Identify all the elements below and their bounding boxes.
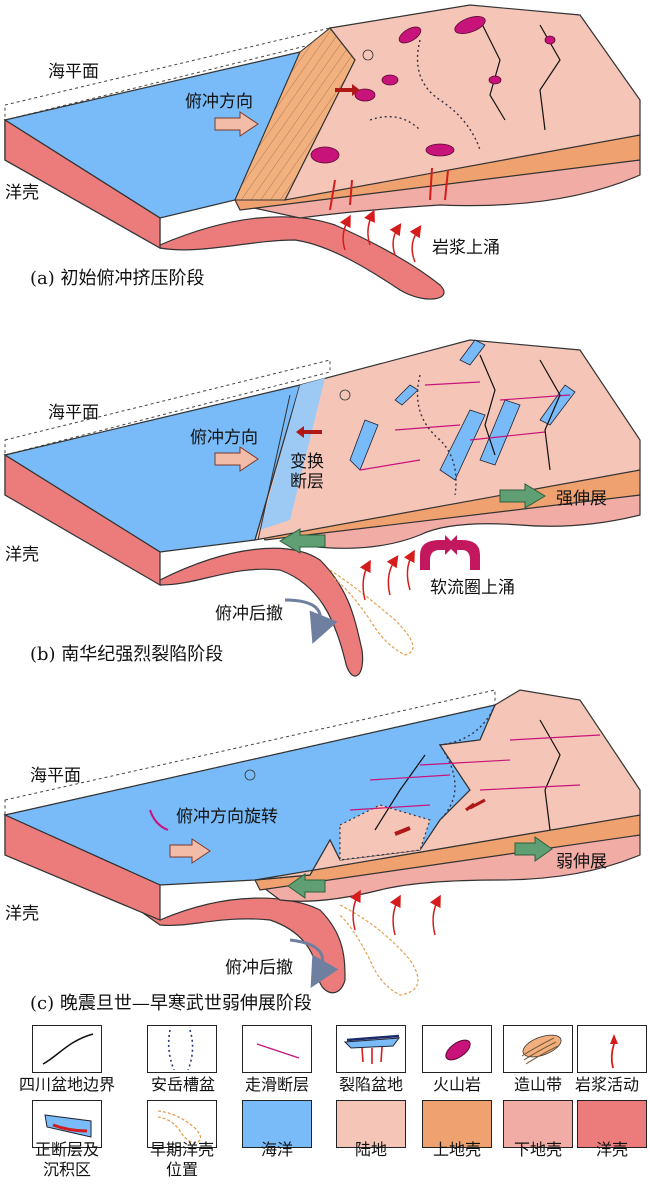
north-arrow-icon bbox=[362, 49, 374, 61]
legend-item bbox=[336, 1025, 406, 1073]
upper-crust-swatch bbox=[422, 1100, 492, 1148]
legend-label: 早期洋壳 位置 bbox=[149, 1140, 214, 1179]
legend-item bbox=[503, 1100, 573, 1148]
legend-item bbox=[32, 1025, 102, 1073]
lower-crust bbox=[239, 159, 641, 219]
legend-label: 海洋 bbox=[260, 1140, 293, 1159]
magmatic-activity-icon bbox=[610, 1034, 618, 1069]
land-surface bbox=[283, 4, 641, 201]
sea-level-label: 海平面 bbox=[48, 62, 99, 82]
normal-fault-sediment-icon bbox=[44, 1114, 92, 1138]
sea-level-plane bbox=[4, 27, 331, 121]
legend-label: 正断层及 沉积区 bbox=[34, 1140, 99, 1179]
panel-c-block bbox=[3, 689, 641, 996]
legend-label: 岩浆活动 bbox=[574, 1075, 639, 1094]
legend-label: 裂陷盆地 bbox=[338, 1075, 403, 1094]
magma-arrows bbox=[339, 209, 422, 263]
panel-b-caption: (b) 南华纪强烈裂陷阶段 bbox=[30, 644, 224, 665]
volcanic-rock-icon bbox=[445, 1039, 471, 1061]
legend-item bbox=[242, 1100, 312, 1148]
extension-arrow bbox=[499, 483, 546, 509]
legend-item bbox=[577, 1100, 647, 1148]
legend-item bbox=[422, 1025, 492, 1073]
panel-a-caption: (a) 初始俯冲挤压阶段 bbox=[30, 268, 205, 289]
oceanic-crust-label: 洋壳 bbox=[5, 904, 39, 924]
lower-crust-swatch bbox=[503, 1100, 573, 1148]
orogenic-belt-icon bbox=[521, 1034, 562, 1065]
subduction-direction-label: 俯冲方向旋转 bbox=[176, 807, 278, 827]
legend-label: 洋壳 bbox=[595, 1140, 628, 1159]
legend-item bbox=[147, 1025, 217, 1073]
subduction-direction-label: 俯冲方向 bbox=[190, 428, 258, 448]
legend-label: 四川盆地边界 bbox=[18, 1075, 115, 1094]
legend-item bbox=[577, 1025, 647, 1073]
legend-label: 走滑断层 bbox=[244, 1075, 309, 1094]
asthenosphere-arrow-icon bbox=[447, 535, 480, 570]
anyue-trough-icon bbox=[167, 1029, 194, 1071]
legend-item bbox=[503, 1025, 573, 1073]
asthenosphere-upwelling-label: 软流圈上涌 bbox=[430, 578, 515, 598]
rift-basins bbox=[349, 339, 576, 481]
legend-label: 造山带 bbox=[513, 1075, 562, 1094]
legend-item bbox=[147, 1100, 217, 1148]
strike-slip-fault-icon bbox=[256, 1043, 300, 1059]
rollback-arrow bbox=[284, 598, 338, 644]
land-swatch bbox=[336, 1100, 406, 1148]
panel-b-block bbox=[3, 339, 641, 677]
legend-item bbox=[242, 1025, 312, 1073]
subduction-arrow bbox=[214, 111, 259, 137]
oceanic-crust-swatch bbox=[577, 1100, 647, 1148]
sea-level-label: 海平面 bbox=[48, 403, 99, 423]
slab-rollback-label: 俯冲后撤 bbox=[215, 604, 283, 624]
oceanic-crust-label: 洋壳 bbox=[5, 545, 39, 565]
tectonic-evolution-diagram bbox=[3, 4, 641, 996]
subduction-direction-label: 俯冲方向 bbox=[185, 92, 253, 112]
legend-item bbox=[336, 1100, 406, 1148]
magma-upwelling-label: 岩浆上涌 bbox=[432, 238, 500, 258]
strong-extension-label: 强伸展 bbox=[556, 489, 607, 509]
oceanic-crust-label: 洋壳 bbox=[5, 183, 39, 203]
panel-c-caption: (c) 晚震旦世—早寒武世弱伸展阶段 bbox=[30, 993, 312, 1014]
oceanic-slab bbox=[4, 118, 445, 300]
transform-fault-label: 变换 断层 bbox=[290, 452, 324, 492]
panel-a-block bbox=[3, 4, 641, 300]
ocean-swatch bbox=[242, 1100, 312, 1148]
legend-label: 安岳槽盆 bbox=[150, 1075, 215, 1094]
early-oceanic-crust-icon bbox=[157, 1110, 202, 1144]
sea-level-label: 海平面 bbox=[30, 766, 81, 786]
legend-item bbox=[422, 1100, 492, 1148]
legend-label: 火山岩 bbox=[432, 1075, 481, 1094]
legend-label: 陆地 bbox=[354, 1140, 387, 1159]
legend-item bbox=[32, 1100, 102, 1148]
volcanic-rocks bbox=[310, 16, 556, 164]
legend-label: 上地壳 bbox=[432, 1140, 481, 1159]
basin-boundary-icon bbox=[42, 1033, 94, 1065]
slab-rollback-label: 俯冲后撤 bbox=[225, 958, 293, 978]
weak-extension-label: 弱伸展 bbox=[556, 852, 607, 872]
legend-label: 下地壳 bbox=[513, 1140, 562, 1159]
rift-basin-icon bbox=[343, 1034, 401, 1064]
